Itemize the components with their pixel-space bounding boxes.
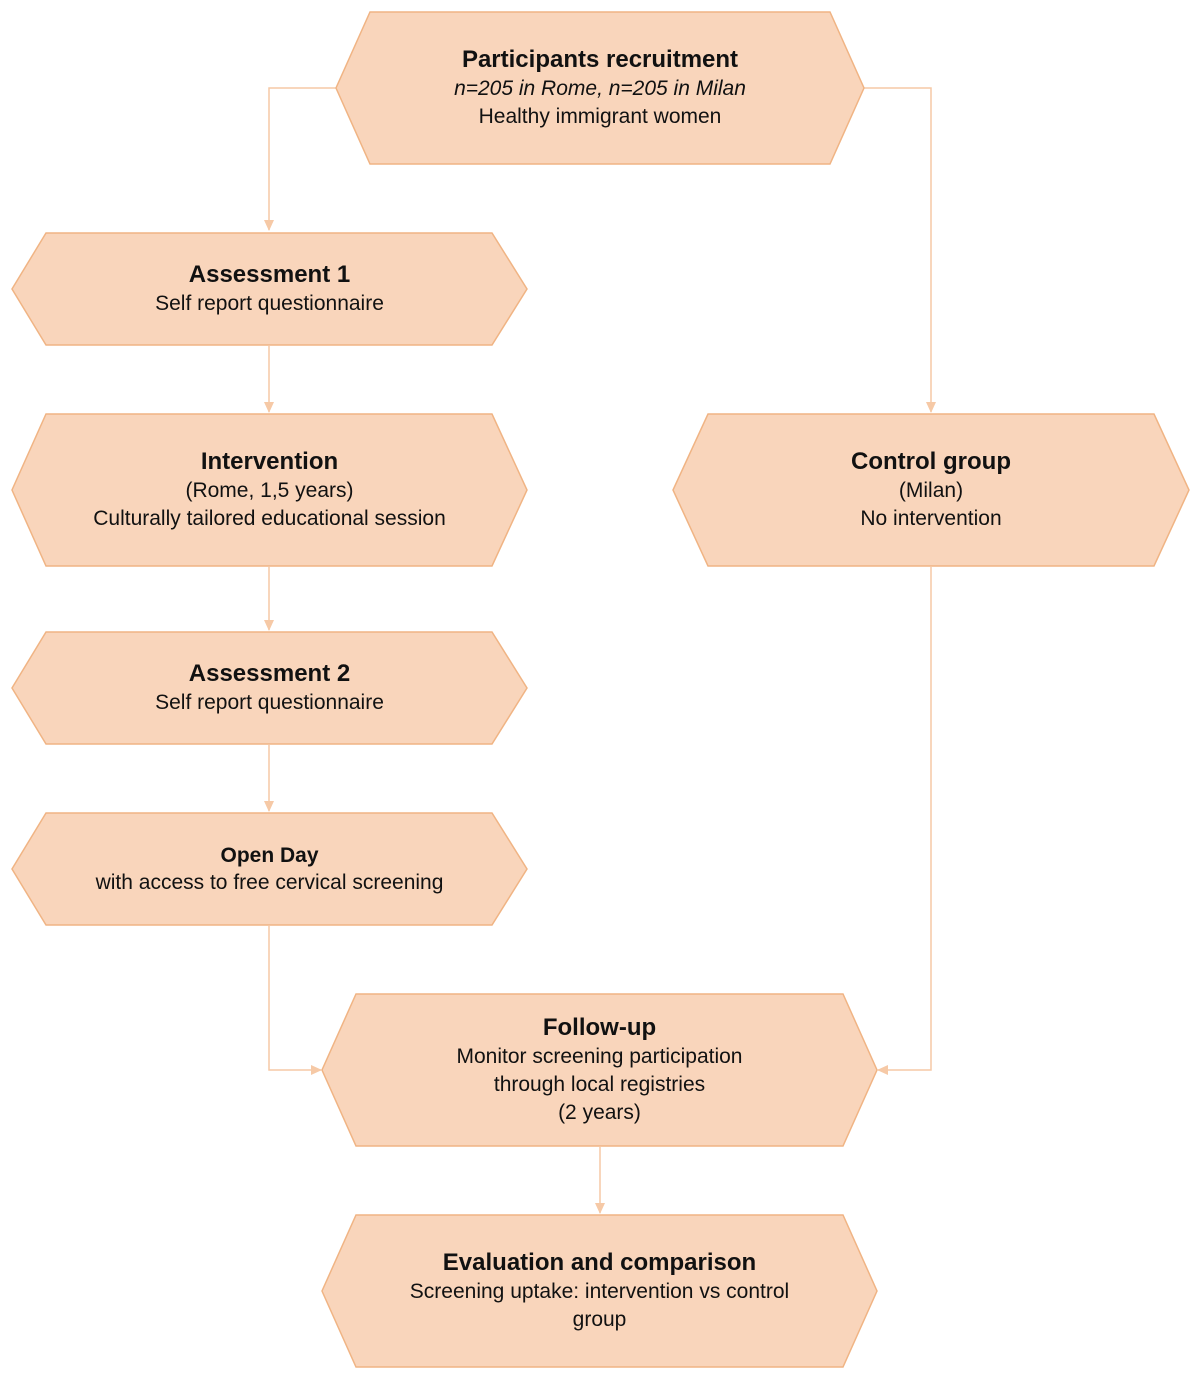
hexagon-assessment2 bbox=[11, 631, 528, 745]
hexagon-intervention bbox=[11, 413, 528, 567]
connector-recruitment-to-assessment1 bbox=[264, 87, 336, 231]
hexagon-control bbox=[672, 413, 1190, 567]
hexagon-assessment1 bbox=[11, 232, 528, 346]
connector-control-to-followup bbox=[877, 567, 932, 1075]
connector-recruitment-to-control bbox=[864, 87, 936, 413]
hexagon-followup bbox=[321, 993, 878, 1147]
connector-openday-to-followup bbox=[268, 926, 322, 1075]
hexagon-openday bbox=[11, 812, 528, 926]
hexagon-evaluation bbox=[321, 1214, 878, 1368]
hexagon-recruitment bbox=[335, 11, 865, 165]
